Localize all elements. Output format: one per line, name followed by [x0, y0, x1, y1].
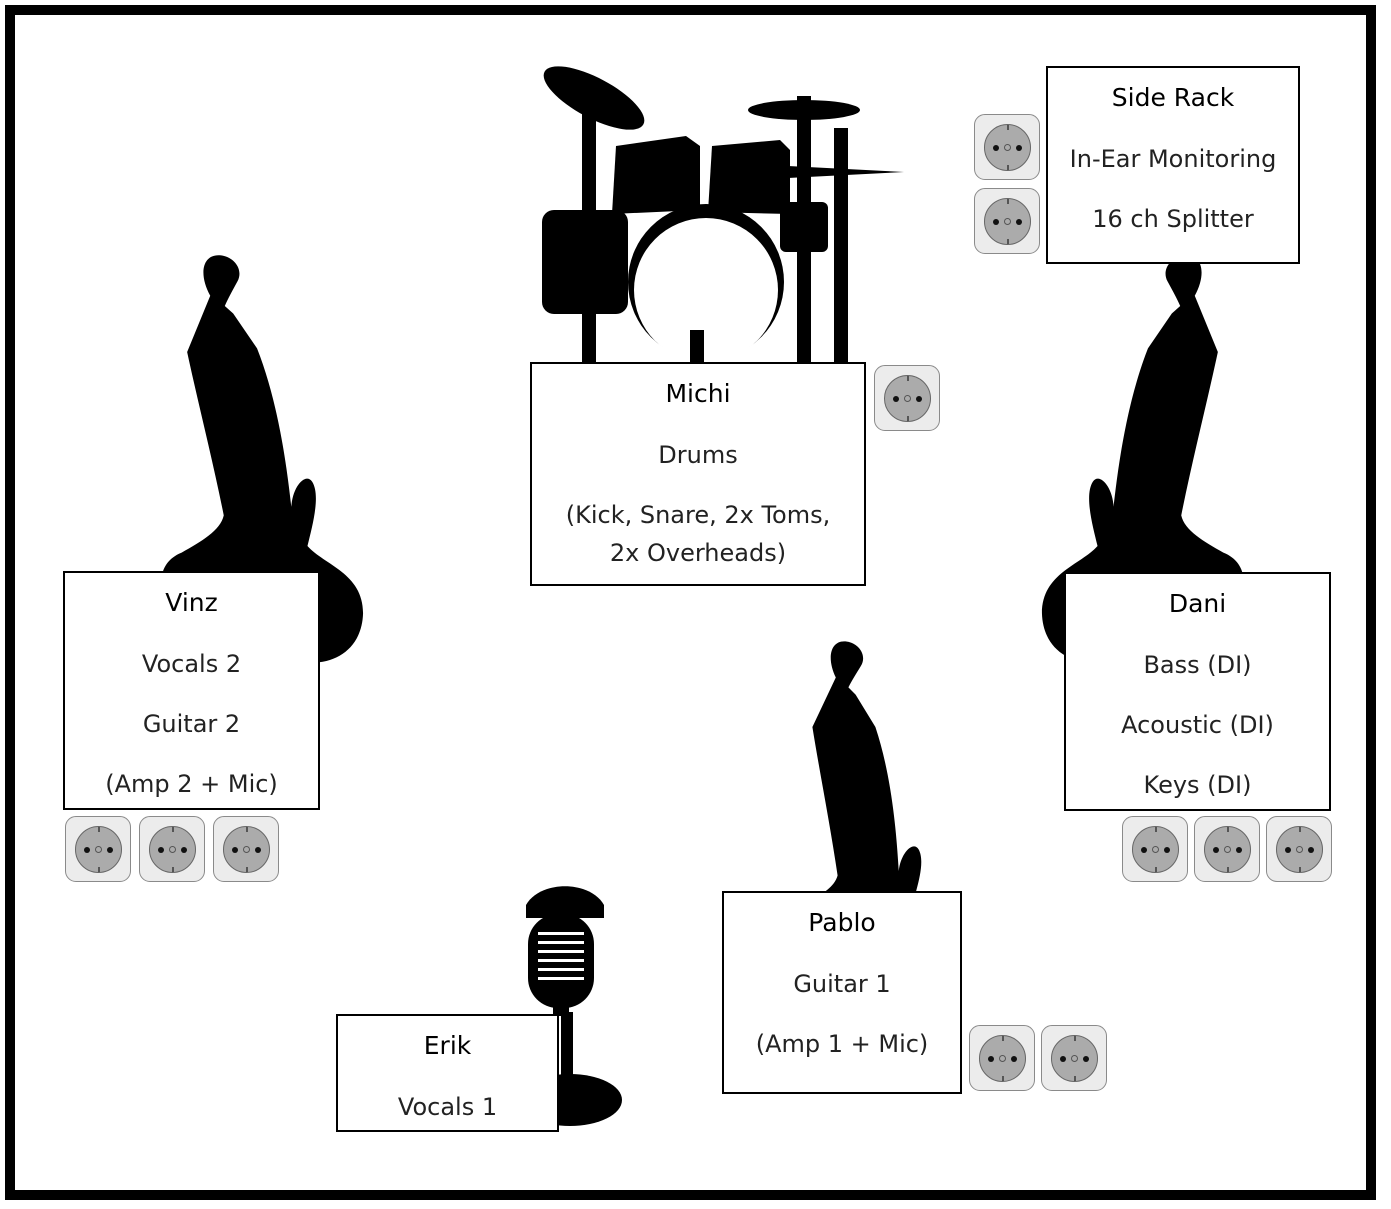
- erik-line-1: Vocals 1: [397, 1093, 498, 1121]
- power-outlet-icon: [1122, 816, 1188, 882]
- dani-line-3: Keys (DI): [1143, 771, 1252, 799]
- drums-box: Michi Drums (Kick, Snare, 2x Toms, 2x Ov…: [530, 362, 866, 586]
- power-outlet-icon: [974, 188, 1040, 254]
- vinz-line-1: Vocals 2: [141, 650, 242, 678]
- side-rack-title: Side Rack: [1111, 83, 1235, 112]
- side-rack-line-2: 16 ch Splitter: [1092, 205, 1254, 233]
- power-outlet-icon: [969, 1025, 1035, 1091]
- erik-name: Erik: [423, 1031, 472, 1060]
- pablo-line-2: (Amp 1 + Mic): [755, 1030, 929, 1058]
- side-rack-box: Side Rack In-Ear Monitoring 16 ch Splitt…: [1046, 66, 1300, 264]
- drum-kit-icon: [542, 66, 904, 365]
- dani-line-1: Bass (DI): [1143, 651, 1252, 679]
- drums-line-3: 2x Overheads): [609, 539, 787, 567]
- drums-line-2: (Kick, Snare, 2x Toms,: [565, 501, 831, 529]
- vinz-box: Vinz Vocals 2 Guitar 2 (Amp 2 + Mic): [63, 571, 320, 810]
- vinz-line-2: Guitar 2: [142, 710, 241, 738]
- pablo-name: Pablo: [808, 908, 876, 937]
- vinz-line-3: (Amp 2 + Mic): [105, 770, 278, 798]
- power-outlet-icon: [1041, 1025, 1107, 1091]
- power-outlet-icon: [1194, 816, 1260, 882]
- dani-box: Dani Bass (DI) Acoustic (DI) Keys (DI): [1064, 572, 1331, 811]
- side-rack-line-1: In-Ear Monitoring: [1069, 145, 1277, 173]
- stage-frame: [5, 5, 1376, 1200]
- power-outlet-icon: [974, 114, 1040, 180]
- power-outlet-icon: [874, 365, 940, 431]
- drummer-name: Michi: [665, 379, 731, 408]
- erik-box: Erik Vocals 1: [336, 1014, 559, 1132]
- vinz-name: Vinz: [165, 588, 218, 617]
- drums-line-1: Drums: [658, 441, 738, 469]
- power-outlet-icon: [65, 816, 131, 882]
- power-outlet-icon: [139, 816, 205, 882]
- pablo-line-1: Guitar 1: [793, 970, 891, 998]
- power-outlet-icon: [213, 816, 279, 882]
- power-outlet-icon: [1266, 816, 1332, 882]
- pablo-box: Pablo Guitar 1 (Amp 1 + Mic): [722, 891, 962, 1094]
- dani-name: Dani: [1168, 589, 1227, 618]
- dani-line-2: Acoustic (DI): [1121, 711, 1274, 739]
